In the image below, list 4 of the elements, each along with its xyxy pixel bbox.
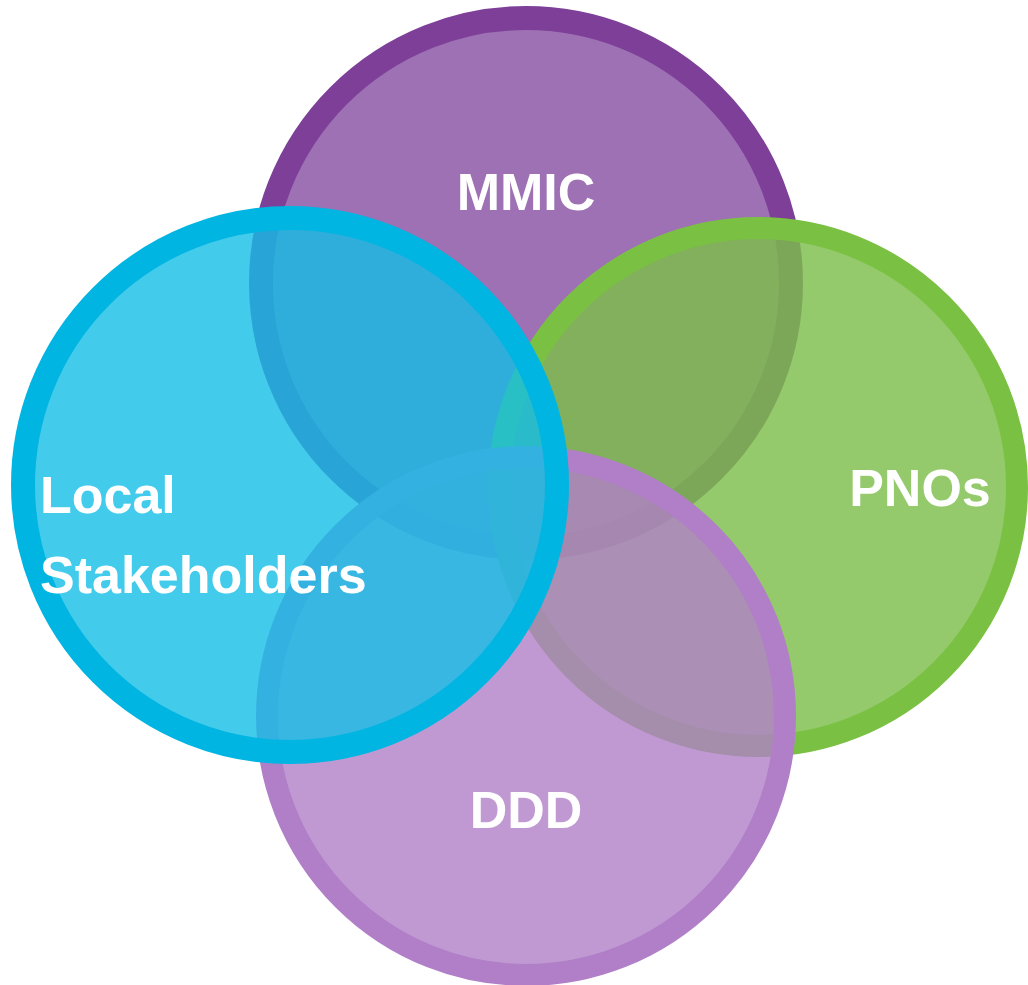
circle-label: DDD — [468, 780, 584, 841]
circle-label: PNOs — [848, 458, 992, 519]
circle-label: Local Stakeholders — [40, 465, 368, 606]
circle-label: MMIC — [455, 162, 597, 223]
